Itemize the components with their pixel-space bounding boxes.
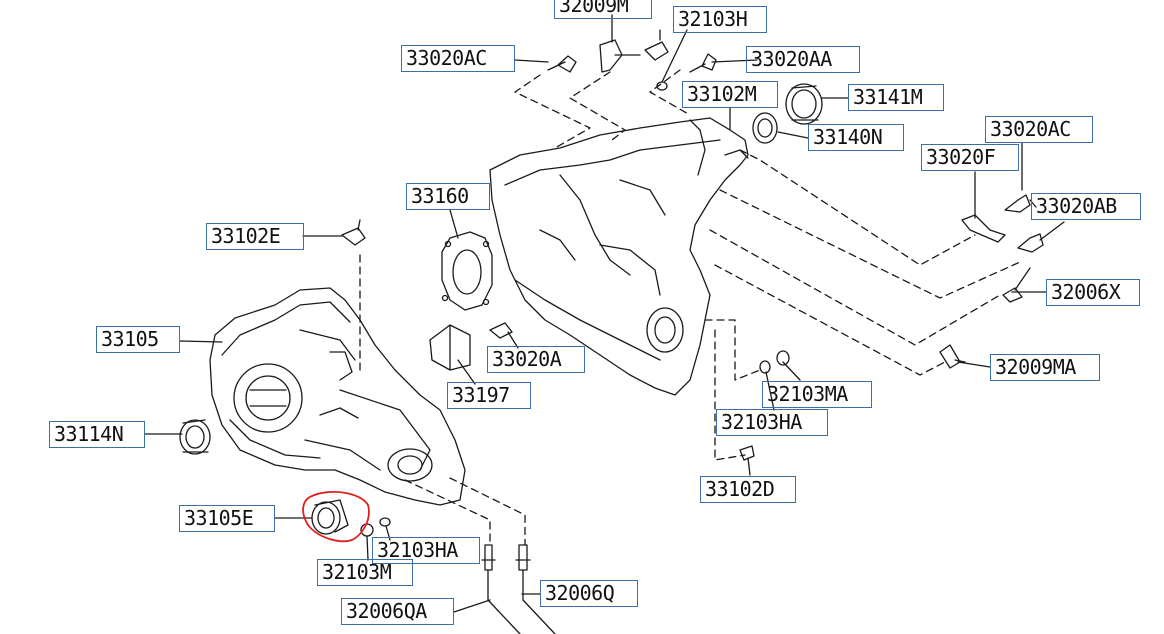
part-label-32103H: 32103H [673, 6, 767, 33]
part-label-33020AA: 33020AA [746, 46, 860, 73]
part-label-33160: 33160 [406, 183, 490, 210]
part-label-32103HA-bottom: 32103HA [372, 537, 480, 564]
leader-lines [144, 14, 1065, 613]
part-label-32009M: 32009M [554, 0, 652, 19]
part-label-33140N: 33140N [808, 124, 904, 151]
part-label-33105: 33105 [96, 326, 180, 353]
part-label-33020AC: 33020AC [401, 45, 515, 72]
part-label-32103MA: 32103MA [762, 381, 872, 408]
part-label-32006QA: 32006QA [341, 598, 454, 625]
part-label-33102D: 33102D [700, 476, 796, 503]
part-label-33102M: 33102M [682, 81, 778, 108]
highlight-circle [302, 490, 370, 543]
rear-case-33102M [489, 117, 749, 396]
part-label-33197: 33197 [447, 382, 531, 409]
gasket-33160 [441, 231, 493, 311]
part-label-33020F: 33020F [921, 144, 1019, 171]
part-label-32006X: 32006X [1046, 279, 1140, 306]
part-label-32006Q: 32006Q [540, 580, 638, 607]
part-label-33020A: 33020A [487, 346, 585, 373]
part-label-33102E: 33102E [206, 223, 304, 250]
part-label-32103M: 32103M [317, 559, 413, 586]
part-label-32009MA: 32009MA [990, 354, 1100, 381]
part-label-33141M: 33141M [848, 84, 944, 111]
part-label-33020AC-right: 33020AC [985, 116, 1093, 143]
part-label-32103HA-right: 32103HA [716, 409, 828, 436]
assembly-dash-lines [359, 69, 1021, 546]
part-label-33020AB: 33020AB [1031, 193, 1141, 220]
part-label-33105E: 33105E [179, 505, 275, 532]
front-case-33105 [209, 287, 466, 506]
part-label-33114N: 33114N [49, 421, 145, 448]
